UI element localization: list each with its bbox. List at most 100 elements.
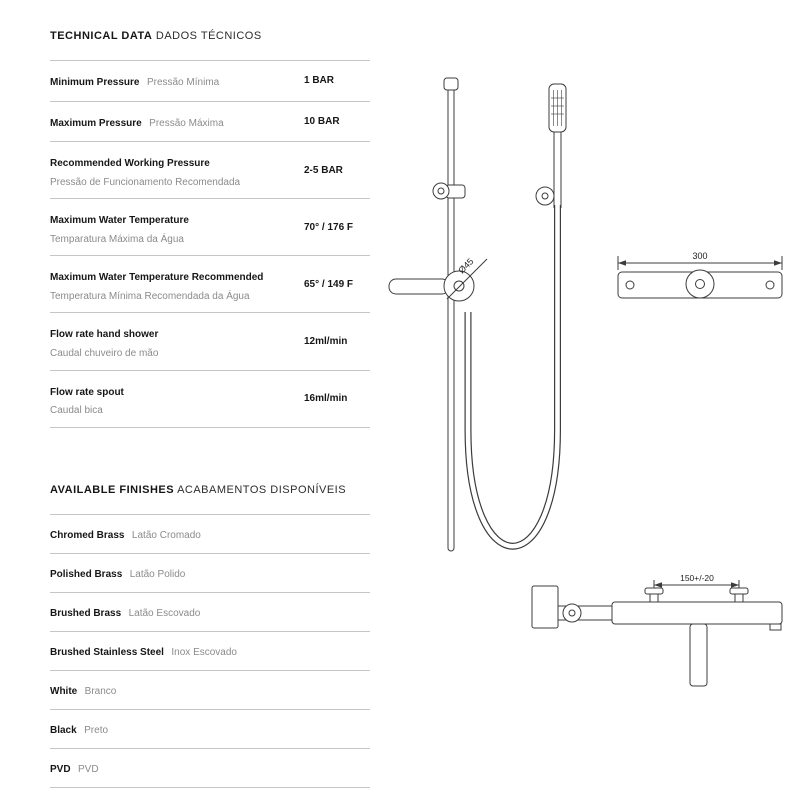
finish-label-pt: Preto [84,724,109,736]
connection-knob-stem [734,593,744,604]
spacing-dimension-label: 150+/-20 [680,573,714,583]
wall-bracket-knob [535,186,555,206]
diameter-leader-line [446,258,488,300]
spec-value: 1 BAR [304,75,335,87]
spec-label-en: Maximum Water Temperature [50,215,189,227]
finish-label-en: White [50,685,78,697]
technical-data-section: TECHNICAL DATA DADOS TÉCNICOS Minimum Pr… [50,30,370,428]
spec-value: 70° / 176 F [304,221,354,233]
width-dimension-label: 300 [692,251,707,261]
spec-value: 12ml/min [304,336,348,348]
technical-data-title-en: TECHNICAL DATA [50,30,153,42]
datasheet-left-column: TECHNICAL DATA DADOS TÉCNICOS Minimum Pr… [50,30,370,788]
finish-label-en: Polished Brass [50,568,123,580]
spec-value: 10 BAR [304,115,340,127]
dimension-arrow [774,260,782,266]
spec-label-en: Maximum Pressure [50,117,142,129]
technical-data-title-pt: DADOS TÉCNICOS [155,30,262,42]
spec-label-pt: Pressão Mínima [146,77,220,88]
rail-slider [445,184,466,199]
spec-label-pt: Temperatura Mínima Recomendada da Água [50,290,250,302]
finish-label-en: Brushed Brass [50,607,122,619]
mixer-bar-front-view [611,601,783,625]
spec-value: 65° / 149 F [304,278,354,290]
shower-hose-fill [465,205,560,549]
spec-row-max-water-temperature: Maximum Water Temperature Temparatura Má… [50,198,370,255]
top-view-drawing: 300 [617,251,783,299]
wall-plate [531,585,559,629]
hand-shower-head [548,83,567,133]
spec-row-max-water-temperature-recommended: Maximum Water Temperature Recommended Te… [50,255,370,312]
rail-slider-knob-center [437,187,445,195]
union-nut-center [568,609,576,617]
valve-center [453,280,465,292]
finish-label-en: Brushed Stainless Steel [50,646,164,658]
finish-row-chromed-brass: Chromed Brass Latão Cromado [50,513,370,553]
dimension-arrow [731,582,739,588]
finish-label-pt: Branco [84,685,117,697]
hand-shower-hatching [551,90,564,126]
thermostat-knob-center [695,279,705,289]
right-foot [769,623,782,631]
union-nut [562,603,582,623]
spec-row-minimum-pressure: Minimum Pressure Pressão Mínima 1 BAR [50,60,370,101]
front-view-drawing: 150+/-20 [531,573,783,687]
rail-slider-knob [432,182,450,200]
spec-label-pt: Pressão de Funcionamento Recomendada [50,176,241,188]
spec-label-en: Flow rate hand shower [50,329,159,341]
technical-data-title: TECHNICAL DATA DADOS TÉCNICOS [50,30,370,42]
diameter-dimension-label: Ø45 [456,256,475,275]
finish-label-pt: PVD [78,763,99,775]
spec-label-en: Flow rate spout [50,386,124,398]
side-view-drawing: Ø45 [388,77,567,552]
finish-label-pt: Latão Cromado [131,529,201,541]
finish-label-en: Black [50,724,77,736]
bath-spout [689,623,708,687]
spec-value: 2-5 BAR [304,164,343,176]
available-finishes-title: AVAILABLE FINISHES ACABAMENTOS DISPONÍVE… [50,484,370,496]
available-finishes-section: AVAILABLE FINISHES ACABAMENTOS DISPONÍVE… [50,484,370,788]
finishes-list: Chromed Brass Latão Cromado Polished Bra… [50,513,370,788]
rail-top-finial [443,77,459,91]
finish-row-brushed-brass: Brushed Brass Latão Escovado [50,591,370,631]
finish-row-pvd: PVD PVD [50,747,370,787]
spec-row-maximum-pressure: Maximum Pressure Pressão Máxima 10 BAR [50,100,370,142]
shower-hose-outline [464,205,561,550]
finish-row-black: Black Preto [50,708,370,748]
spec-label-pt: Pressão Máxima [149,117,224,129]
connection-knob-cap [644,587,664,595]
finish-label-pt: Inox Escovado [171,646,237,658]
finish-label-pt: Latão Polido [129,568,186,580]
mixer-bar-top-view [617,271,783,299]
valve-body [443,270,475,302]
spec-labels: Maximum Water Temperature Temparatura Má… [50,208,304,246]
spec-labels: Recommended Working Pressure Pressão de … [50,151,304,189]
connection-knob-cap [729,587,749,595]
dimension-arrow [654,582,662,588]
spec-labels: Maximum Water Temperature Recommended Te… [50,265,304,303]
finish-row-white: White Branco [50,669,370,709]
spec-labels: Flow rate hand shower Caudal chuveiro de… [50,322,304,360]
spec-row-flow-rate-spout: Flow rate spout Caudal bica 16ml/min [50,369,370,427]
spec-labels: Minimum Pressure Pressão Mínima [50,70,304,92]
wall-bracket-knob-center [541,192,549,200]
available-finishes-title-en: AVAILABLE FINISHES [50,483,175,496]
finish-label-pt: Latão Escovado [128,607,201,619]
spec-label-pt: Caudal chuveiro de mão [50,348,159,360]
spec-label-en: Minimum Pressure [50,77,140,88]
rail-bottom-cap [447,547,455,552]
spec-labels: Flow rate spout Caudal bica [50,380,304,418]
spec-label-pt: Temparatura Máxima da Água [50,233,184,245]
available-finishes-title-pt: ACABAMENTOS DISPONÍVEIS [177,483,347,496]
thermostat-knob [685,269,715,299]
spec-row-flow-rate-hand-shower: Flow rate hand shower Caudal chuveiro de… [50,312,370,369]
technical-data-table: Minimum Pressure Pressão Mínima 1 BAR Ma… [50,60,370,428]
end-screw [765,280,775,290]
spec-label-en: Maximum Water Temperature Recommended [50,272,264,284]
spec-label-en: Recommended Working Pressure [50,158,210,170]
connector-pipe [557,605,615,621]
finish-label-en: PVD [50,763,71,775]
spout [388,278,450,295]
dimension-arrow [618,260,626,266]
spec-value: 16ml/min [304,393,348,405]
